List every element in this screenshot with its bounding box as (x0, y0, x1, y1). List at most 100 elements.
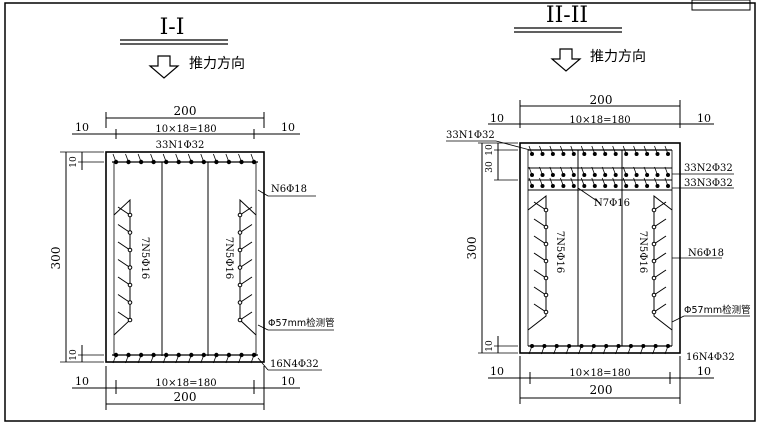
side-rebar-dot (237, 265, 243, 270)
rebar-hook (591, 166, 596, 176)
bottom-bar-label: 16N4Φ32 (686, 352, 735, 363)
side-rebar-dot (237, 317, 243, 323)
dim-bot-right: 10 (697, 365, 711, 378)
rebar-hook (590, 345, 595, 355)
rebar-hook (633, 145, 637, 155)
rebar-hook (664, 177, 669, 187)
stirrup-hook (653, 269, 667, 279)
drawing-frame (4, 2, 756, 422)
rebar-hook (580, 145, 585, 155)
stirrup-hook (533, 303, 547, 313)
stirrup-hook (117, 276, 131, 286)
side-rebar-dot (237, 282, 243, 288)
section-i: I-I 推力方向 200 10 10×18=180 10 33N1Φ32 (49, 15, 335, 410)
side-rebar-dot (651, 292, 657, 298)
side-rebar-dot (543, 241, 549, 247)
side-rebar-dot (127, 247, 133, 253)
rebar-hook (633, 166, 637, 176)
stirrup-hook (239, 259, 253, 268)
stirrup-hook (533, 201, 547, 211)
rebar-hook (570, 145, 575, 155)
rebar-hook (553, 345, 558, 355)
thrust-arrow-icon (550, 48, 582, 72)
side-rebar-dot (237, 230, 243, 235)
rebar-hook (591, 177, 596, 187)
stirrup-hook (117, 311, 131, 321)
rebar-hook (137, 153, 142, 163)
side-rebar-dot (543, 275, 549, 281)
rebar-hook (560, 145, 564, 155)
bar3-label: 33N3Φ32 (684, 178, 733, 189)
rebar-hook (580, 166, 585, 176)
rebar-hook (580, 177, 585, 187)
rebar-hook (652, 345, 656, 355)
rebar-hook (112, 354, 117, 364)
dim-top-left: 10 (490, 112, 504, 125)
dim-top-left: 10 (75, 121, 89, 134)
rebar-hook (213, 354, 217, 364)
stirrup-hook (533, 269, 547, 279)
rebar-hook (622, 177, 627, 187)
stirrup-hook (533, 235, 547, 245)
dim-bot-total: 200 (590, 383, 613, 397)
rebar-hook (200, 153, 205, 163)
rebar-hook (612, 177, 617, 187)
dim-bot-total: 200 (174, 390, 197, 404)
stirrup-hook (239, 241, 253, 251)
dim-bot-mid: 10×18=180 (155, 378, 216, 389)
rebar-hook (549, 166, 554, 176)
dim-top-right: 10 (281, 121, 295, 134)
side-rebar-dot (651, 207, 657, 213)
rebar-hook (541, 345, 545, 355)
rebar-hook (238, 354, 242, 364)
stirrup-hook (533, 252, 547, 262)
direction-label: 推力方向 (189, 56, 245, 72)
side-rebar-dot (651, 241, 657, 247)
rebar-hook (200, 354, 205, 364)
rebar-hook (175, 354, 180, 364)
side-rebar-dot (127, 317, 133, 323)
stirrup-hook (533, 286, 547, 296)
side-bar-label: N6Φ18 (688, 248, 724, 259)
rebar-hook (187, 153, 192, 163)
dim-small-bottom: 10 (485, 340, 495, 352)
dim-bot-left: 10 (75, 375, 89, 388)
stirrup-hook (653, 235, 667, 245)
rebar-hook (627, 345, 632, 355)
top-bar-label: 33N1Φ32 (156, 140, 205, 151)
inner-label-1: 7N5Φ16 (554, 231, 565, 273)
section-title: II-II (546, 3, 588, 28)
rebar-hook (612, 166, 617, 176)
rebar-hook (643, 145, 648, 155)
stirrup-hook (533, 218, 547, 228)
dim-small-bottom: 10 (69, 349, 79, 361)
rebar-hook (213, 153, 217, 163)
dim-top-total: 200 (590, 93, 613, 107)
rebar-hook (225, 354, 230, 364)
rebar-hook (664, 166, 669, 176)
inner-label-2: 7N5Φ16 (637, 231, 648, 273)
side-rebar-dot (127, 230, 133, 235)
rebar-hook (187, 354, 192, 364)
section-title: I-I (160, 15, 185, 40)
side-rebar-dot (543, 224, 549, 230)
stirrup-hook (653, 218, 667, 228)
rebar-hook (591, 145, 596, 155)
rebar-hook (137, 354, 142, 364)
stirrup-hook (117, 206, 131, 216)
stirrup-hook (117, 294, 131, 303)
dim-top-mid: 10×18=180 (569, 115, 630, 126)
side-rebar-dot (651, 258, 657, 264)
rebar-hook (528, 177, 533, 187)
rebar-hook (578, 345, 582, 355)
rebar-hook (601, 145, 606, 155)
title-block-corner (691, 0, 751, 11)
inner-label-2: 7N5Φ16 (223, 237, 234, 279)
rebar-hook (612, 145, 617, 155)
rebar-hook (560, 177, 564, 187)
side-rebar-dot (543, 207, 549, 213)
rebar-hook (664, 345, 669, 355)
side-rebar-dot (543, 309, 549, 315)
rebar-hook (250, 153, 255, 163)
dim-30: 30 (485, 161, 495, 173)
